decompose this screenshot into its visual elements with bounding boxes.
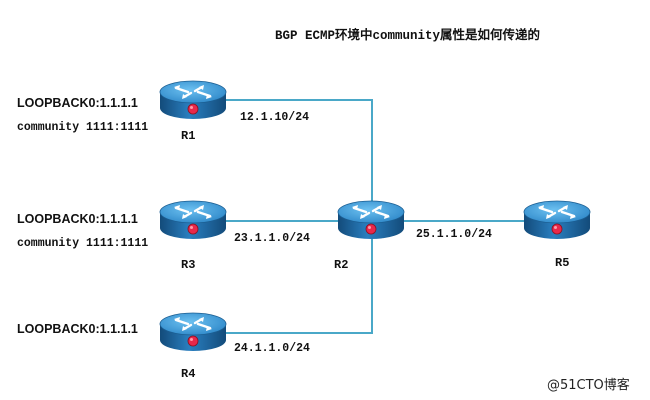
router-r3-icon[interactable]: [158, 199, 228, 241]
link-r4-r2: [224, 238, 373, 334]
r1-community-label: community 1111:1111: [17, 121, 149, 134]
r5-name-label: R5: [555, 256, 570, 270]
link-r4-r2-subnet: 24.1.1.0/24: [234, 342, 310, 355]
r3-name-label: R3: [181, 258, 196, 272]
router-r4-icon[interactable]: [158, 311, 228, 353]
r4-name-label: R4: [181, 367, 196, 381]
link-r1-r2: [224, 99, 373, 202]
watermark: @51CTO博客: [547, 378, 630, 393]
router-r2-icon[interactable]: [336, 199, 406, 241]
r1-name-label: R1: [181, 129, 196, 143]
r4-loopback-label: LOOPBACK0:1.1.1.1: [17, 322, 138, 336]
router-r5-icon[interactable]: [522, 199, 592, 241]
r3-loopback-label: LOOPBACK0:1.1.1.1: [17, 212, 138, 226]
diagram-title: BGP ECMP环境中community属性是如何传递的: [275, 29, 541, 43]
link-r1-r2-subnet: 12.1.10/24: [240, 111, 310, 124]
link-r3-r2-subnet: 23.1.1.0/24: [234, 232, 310, 245]
r3-community-label: community 1111:1111: [17, 237, 149, 250]
r1-loopback-label: LOOPBACK0:1.1.1.1: [17, 96, 138, 110]
r2-name-label: R2: [334, 258, 349, 272]
router-r1-icon[interactable]: [158, 79, 228, 121]
link-r2-r5-subnet: 25.1.1.0/24: [416, 228, 492, 241]
